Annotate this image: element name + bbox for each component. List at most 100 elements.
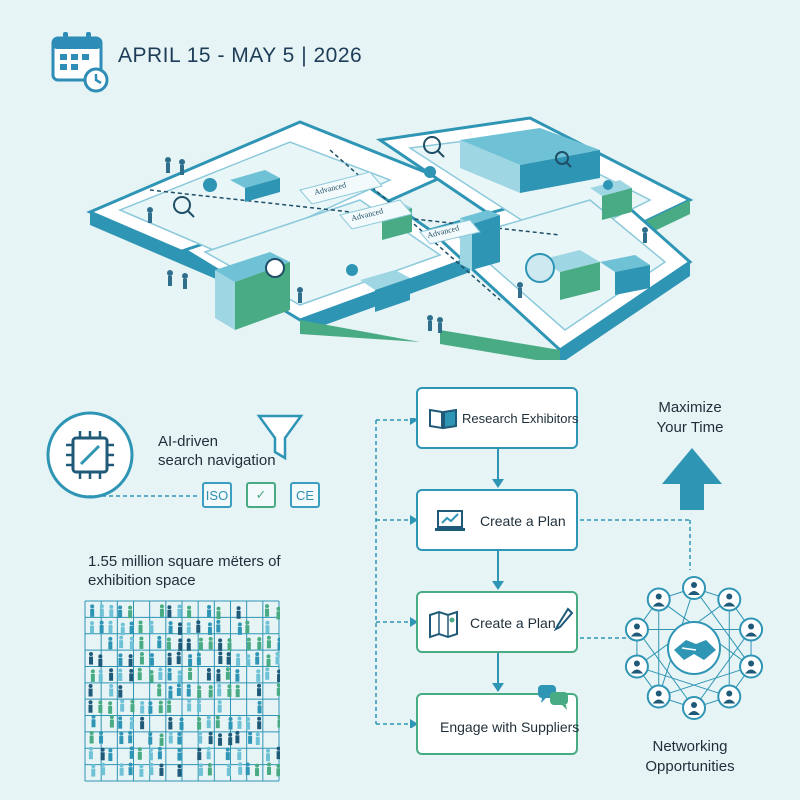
person-figure <box>118 685 123 698</box>
person-figure <box>186 638 191 651</box>
person-figure <box>237 747 242 761</box>
step-create-plan-2[interactable]: Create a Plan <box>416 591 578 653</box>
step-engage-suppliers[interactable]: Engage with Suppliers <box>416 685 579 755</box>
person-figure <box>108 636 113 650</box>
person-figure <box>108 701 113 714</box>
person-figure <box>119 635 124 649</box>
person-figure <box>98 654 103 667</box>
person-figure <box>98 669 103 682</box>
networking-label: Networking Opportunities <box>620 737 760 777</box>
person-figure <box>109 668 114 681</box>
person-figure <box>101 762 106 776</box>
person-figure <box>276 683 280 696</box>
person-figure <box>218 733 223 746</box>
person-figure <box>128 762 133 776</box>
up-arrow-icon <box>662 448 722 510</box>
person-figure <box>140 700 145 714</box>
person-figure <box>167 652 172 666</box>
network-person-node <box>682 576 706 600</box>
person-figure <box>217 683 222 697</box>
person-figure <box>196 699 201 713</box>
date-divider: | <box>301 44 314 67</box>
network-link <box>658 666 752 698</box>
person-figure <box>139 764 144 777</box>
person-figure <box>245 762 250 776</box>
network-link <box>636 666 730 698</box>
person-figure <box>99 604 104 617</box>
chat-bubbles-icon <box>538 685 568 710</box>
person-figure <box>119 763 124 776</box>
book-icon <box>429 408 457 430</box>
network-link <box>693 629 752 709</box>
person-figure <box>129 668 134 682</box>
person-figure <box>208 636 213 650</box>
checkmark-badge: ✓ <box>246 482 276 508</box>
network-link <box>636 629 695 709</box>
person-figure <box>206 668 211 681</box>
person-figure <box>157 746 162 760</box>
ce-badge: CE <box>290 482 320 508</box>
network-link <box>693 587 752 667</box>
person-figure <box>128 605 133 619</box>
person-figure <box>255 732 260 746</box>
person-figure <box>90 669 95 682</box>
person-figure <box>207 605 212 618</box>
person-figure <box>226 763 231 777</box>
date-range: APRIL 15 - MAY 5 <box>118 44 295 67</box>
person-figure <box>137 747 142 760</box>
person-figure <box>159 733 164 746</box>
person-figure <box>277 669 280 683</box>
person-figure <box>148 732 153 745</box>
person-figure <box>265 667 270 680</box>
ai-label-line2: search navigation <box>158 452 276 469</box>
person-figure <box>179 717 184 730</box>
person-figure <box>198 763 203 776</box>
person-figure <box>118 668 123 681</box>
person-figure <box>187 698 192 712</box>
person-figure <box>228 717 233 730</box>
person-figure <box>176 651 181 665</box>
step-1-label: Research Exhibitors <box>462 411 579 426</box>
person-figure <box>139 636 144 649</box>
person-figure <box>257 700 262 714</box>
networking-line2: Opportunities <box>645 758 735 775</box>
person-figure <box>108 748 113 762</box>
maximize-line2: Your Time <box>656 419 724 436</box>
person-figure <box>237 622 242 635</box>
person-figure <box>158 667 163 681</box>
person-figure <box>257 683 262 697</box>
person-figure <box>196 652 201 666</box>
person-figure <box>90 604 95 617</box>
exhibition-space-label: 1.55 million square mëters of exhibition… <box>88 552 281 590</box>
person-figure <box>178 638 183 651</box>
person-figure <box>149 653 154 666</box>
person-figure <box>276 763 280 777</box>
person-figure <box>159 604 164 617</box>
flow-left-connector <box>375 418 418 728</box>
person-figure <box>208 685 213 698</box>
space-line2: exhibition space <box>88 572 196 589</box>
network-person-node <box>682 696 706 720</box>
person-figure <box>148 747 153 761</box>
person-figure <box>255 652 260 665</box>
person-figure <box>177 731 182 745</box>
step-research-exhibitors[interactable]: Research Exhibitors <box>416 387 578 449</box>
person-figure <box>265 748 270 762</box>
person-figure <box>128 730 133 744</box>
filter-funnel-icon <box>256 414 304 461</box>
person-figure <box>225 747 230 761</box>
person-figure <box>149 762 154 776</box>
iso-badge: ISO <box>202 482 232 508</box>
step-create-plan-1[interactable]: Create a Plan <box>416 489 578 551</box>
person-figure <box>139 651 144 665</box>
person-figure <box>277 637 280 651</box>
person-figure <box>140 716 145 730</box>
person-figure <box>129 636 134 650</box>
networking-graph <box>624 576 764 720</box>
person-figure <box>100 747 105 761</box>
person-figure <box>167 668 172 681</box>
person-figure <box>215 715 220 729</box>
step-2-label: Create a Plan <box>480 513 566 529</box>
person-figure <box>236 653 241 666</box>
person-figure <box>157 683 162 697</box>
